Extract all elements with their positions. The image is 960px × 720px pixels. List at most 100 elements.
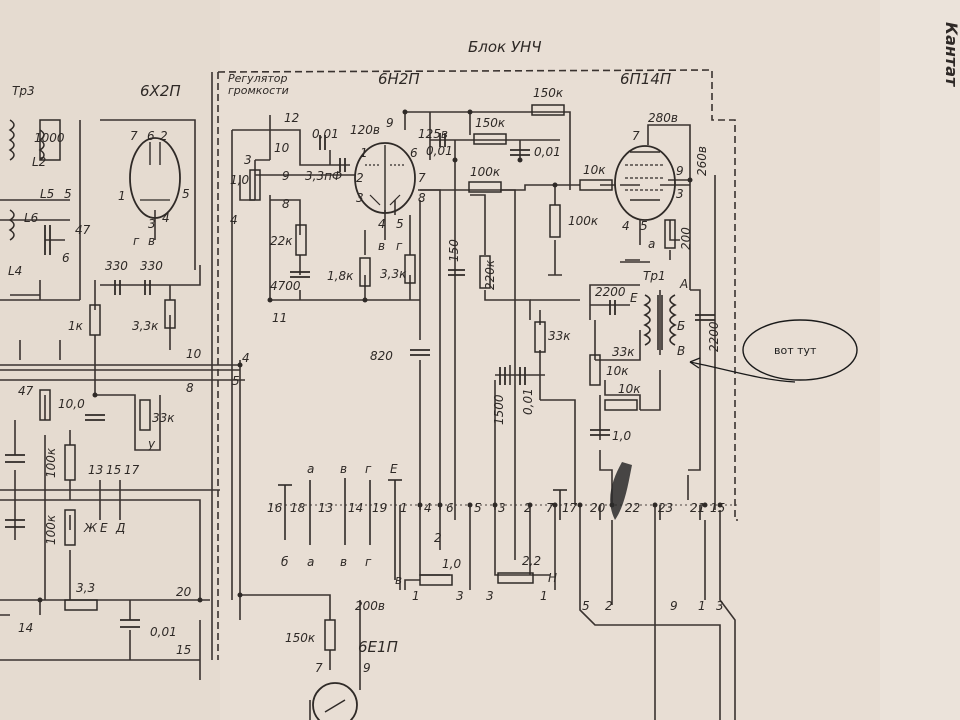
term-2: 2 [524,501,532,515]
pot2-term-3: 3 [486,589,494,603]
resistor-100k-right [549,204,561,238]
label-tr1: Тр1 [643,269,666,283]
term-20: 20 [590,501,606,515]
label-l4: L4 [8,264,22,278]
label-r-100k-l2: 100к [44,514,58,545]
pin-6n2p-3: 3 [356,191,364,205]
volume-label-line1: Регулятор [228,72,287,85]
pin-6p14p-4: 4 [622,219,630,233]
label-l6: L6 [24,211,39,225]
letter-g-6x2p: г [133,234,140,248]
letter-e-switch: Е [100,521,108,535]
resistor-47 [39,389,51,421]
resistor-150k-mid [473,133,507,145]
label-r-1-8k: 1,8к [327,269,354,283]
letter-g-top: г [365,462,372,476]
letter-E-tr1: Е [630,291,638,305]
transformer-tr1 [643,294,677,350]
label-c-2200a: 2200 [595,285,626,299]
node-10: 10 [274,141,290,155]
volume-potentiometer [249,169,261,201]
block-title: Блок УНЧ [468,38,542,56]
term-19: 19 [372,501,387,515]
label-c-0-01-c: 0,01 [534,145,561,159]
resistor-150k-bot [324,619,336,651]
node-12: 12 [284,111,299,125]
left-term-14: 14 [18,621,33,635]
pin-6x2p-3: 3 [148,217,156,231]
resistor-22k [295,224,307,256]
pin-labels: 9 6 7 1 2 3 8 4 5 7 9 3 4 5 7 6 2 1 5 3 … [118,116,684,675]
term-3: 3 [498,501,506,515]
letter-g-6n2p: г [396,239,403,253]
left-term-20: 20 [176,585,192,599]
label-c-330a: 330 [105,259,128,273]
node-4: 4 [230,213,238,227]
label-c-3-3pf: 3,3пФ [305,169,342,183]
tube-label-6n2p: 6Н2П [378,70,420,88]
term-15: 15 [710,501,725,515]
resistor-3-3 [64,599,98,611]
tube-label-6x2p: 6Х2П [140,82,181,100]
resistor-3-3k-left [164,299,176,329]
pot-term-1: 1 [412,589,420,603]
pin-6x2p-6: 6 [147,129,155,143]
pin-6e1p-9: 9 [363,661,371,675]
switch-term-13: 13 [88,463,103,477]
left-node-5: 5 [64,187,72,201]
tube-6e1p [312,682,358,720]
annotation-arrow [689,361,796,383]
label-r-150k-bot: 150к [285,631,316,645]
left-node-6: 6 [62,251,70,265]
term-5: 5 [474,501,482,515]
label-r-100k-l1: 100к [44,447,58,478]
resistor-220k [479,255,491,289]
voltage-125: 125в [418,127,448,141]
terminal-posts [278,478,701,580]
pot2-term-1: 1 [540,589,548,603]
letter-labels: в г г в а а в г Е б а в г А Б В Е Н в у … [83,234,688,587]
pin-6n2p-4: 4 [378,217,386,231]
label-r-100k-right: 100к [568,214,599,228]
tube-6p14p [614,145,676,221]
term-16: 16 [267,501,283,515]
resistor-100k-mid [468,181,502,193]
term-7: 7 [546,501,554,515]
annotation-arrowhead [689,357,701,369]
node-3: 3 [244,153,252,167]
pin-6n2p-6: 6 [410,146,418,160]
label-c-1-0: 1,0 [612,429,631,443]
letter-g-bottom: г [365,555,372,569]
label-r-3-3k-left: 3,3к [132,319,159,333]
voltage-200: 200в [355,599,385,613]
label-r-33k-mid: 33к [548,329,571,343]
label-c-0-01-bot: 0,01 [150,625,177,639]
component-labels: 150к 150к 100к 100к 10к 10к 10к 33к 33к … [8,84,721,645]
label-r-1k: 1к [68,319,84,333]
pin-6p14p-5: 5 [640,219,648,233]
bottom-term-2: 2 [605,599,613,613]
wiring [0,69,740,720]
voltage-120: 120в [350,123,380,137]
pot-2-2 [497,572,534,584]
term-21: 21 [690,501,705,515]
label-r-220k: 220к [483,259,497,290]
letter-V-tr1: В [677,344,685,358]
term-17: 17 [562,501,578,515]
label-c-47: 47 [75,223,91,237]
term-22: 22 [625,501,640,515]
resistor-33k-mid [534,321,546,353]
switch-term-17: 17 [124,463,140,477]
term-18: 18 [290,501,306,515]
pin-6n2p-2: 2 [356,171,364,185]
term-13: 13 [318,501,333,515]
node-8: 8 [282,197,290,211]
label-r-3-3k: 3,3к [380,267,407,281]
term-14: 14 [348,501,363,515]
letter-u: у [147,437,156,451]
label-c-330b: 330 [140,259,163,273]
tube-6n2p [354,142,416,214]
resistor-10k-fb [589,354,601,386]
pin-6x2p-1: 1 [118,189,126,203]
bottom-term-9: 9 [670,599,678,613]
